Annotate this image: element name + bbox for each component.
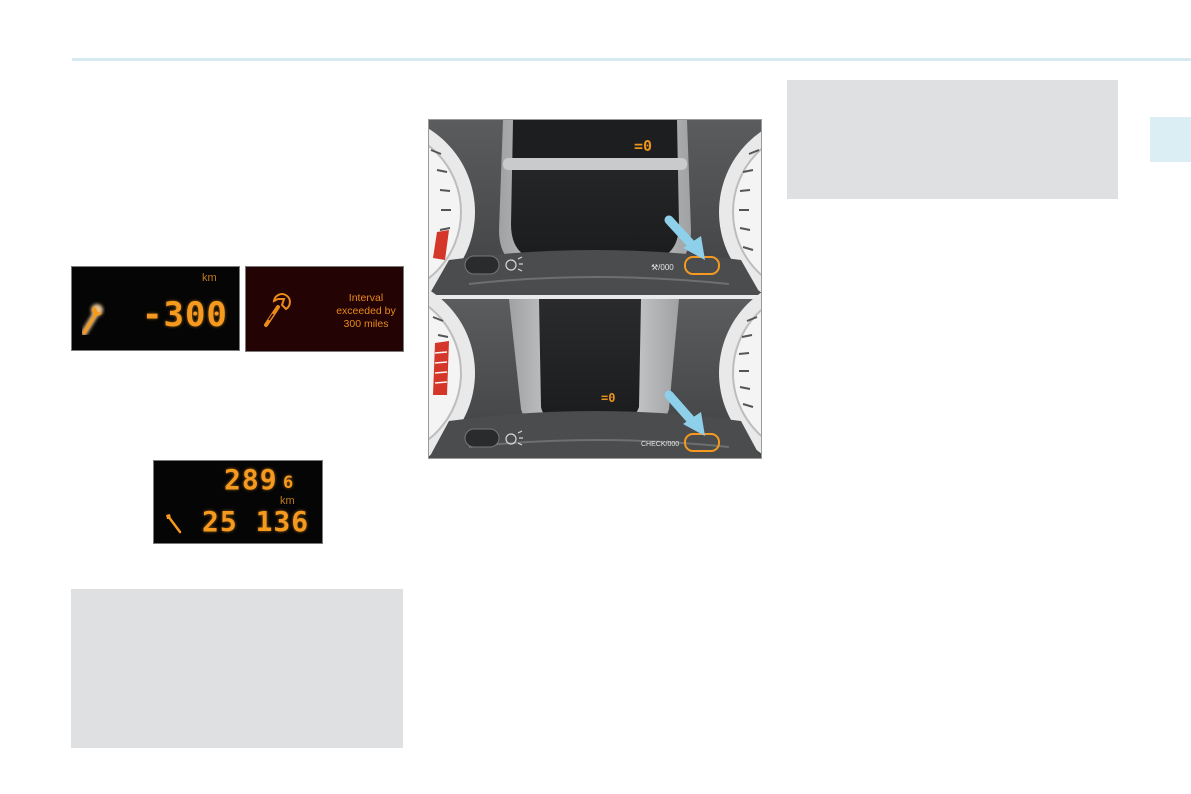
- display-odometer: 289 6 km 25 136: [153, 460, 323, 544]
- chapter-tab[interactable]: [1150, 117, 1191, 162]
- message-line-1: Interval: [348, 292, 384, 304]
- unit-label: km: [280, 495, 295, 507]
- lighting-icon: [505, 256, 523, 272]
- unit-label: km: [202, 272, 217, 284]
- note-box-bottom-left: [71, 589, 403, 748]
- trip-decimal: 6: [283, 473, 295, 493]
- arrow-icon: [664, 215, 705, 260]
- cluster-panel-bottom: [429, 289, 761, 458]
- screen-reading-top: =0: [634, 137, 652, 155]
- note-box-top-right: [787, 80, 1118, 199]
- trip-value: 289: [224, 463, 278, 496]
- message-line-2: exceeded by: [336, 305, 396, 317]
- header-rule: [72, 58, 1191, 61]
- screen-reading-bottom: =0: [601, 391, 615, 405]
- button-label-bottom: CHECK/000: [641, 441, 679, 448]
- wrench-icon: [81, 304, 103, 335]
- lighting-icon: [505, 430, 523, 446]
- odometer-total: 25 136: [202, 505, 310, 538]
- instrument-cluster-image: =0 ⚒/000: [428, 119, 762, 459]
- service-value: -300: [142, 295, 228, 335]
- display-service-km: km -300: [71, 266, 240, 351]
- message-line-3: 300 miles: [343, 318, 389, 330]
- display-service-message: Interval exceeded by 300 miles: [245, 266, 404, 352]
- button-label-top: ⚒/000: [651, 263, 674, 272]
- message-text: Interval exceeded by 300 miles: [326, 292, 406, 331]
- cluster-panel-top: [429, 120, 761, 296]
- arrow-icon: [664, 390, 705, 436]
- wrench-icon: [264, 293, 291, 327]
- wrench-icon: [166, 514, 182, 534]
